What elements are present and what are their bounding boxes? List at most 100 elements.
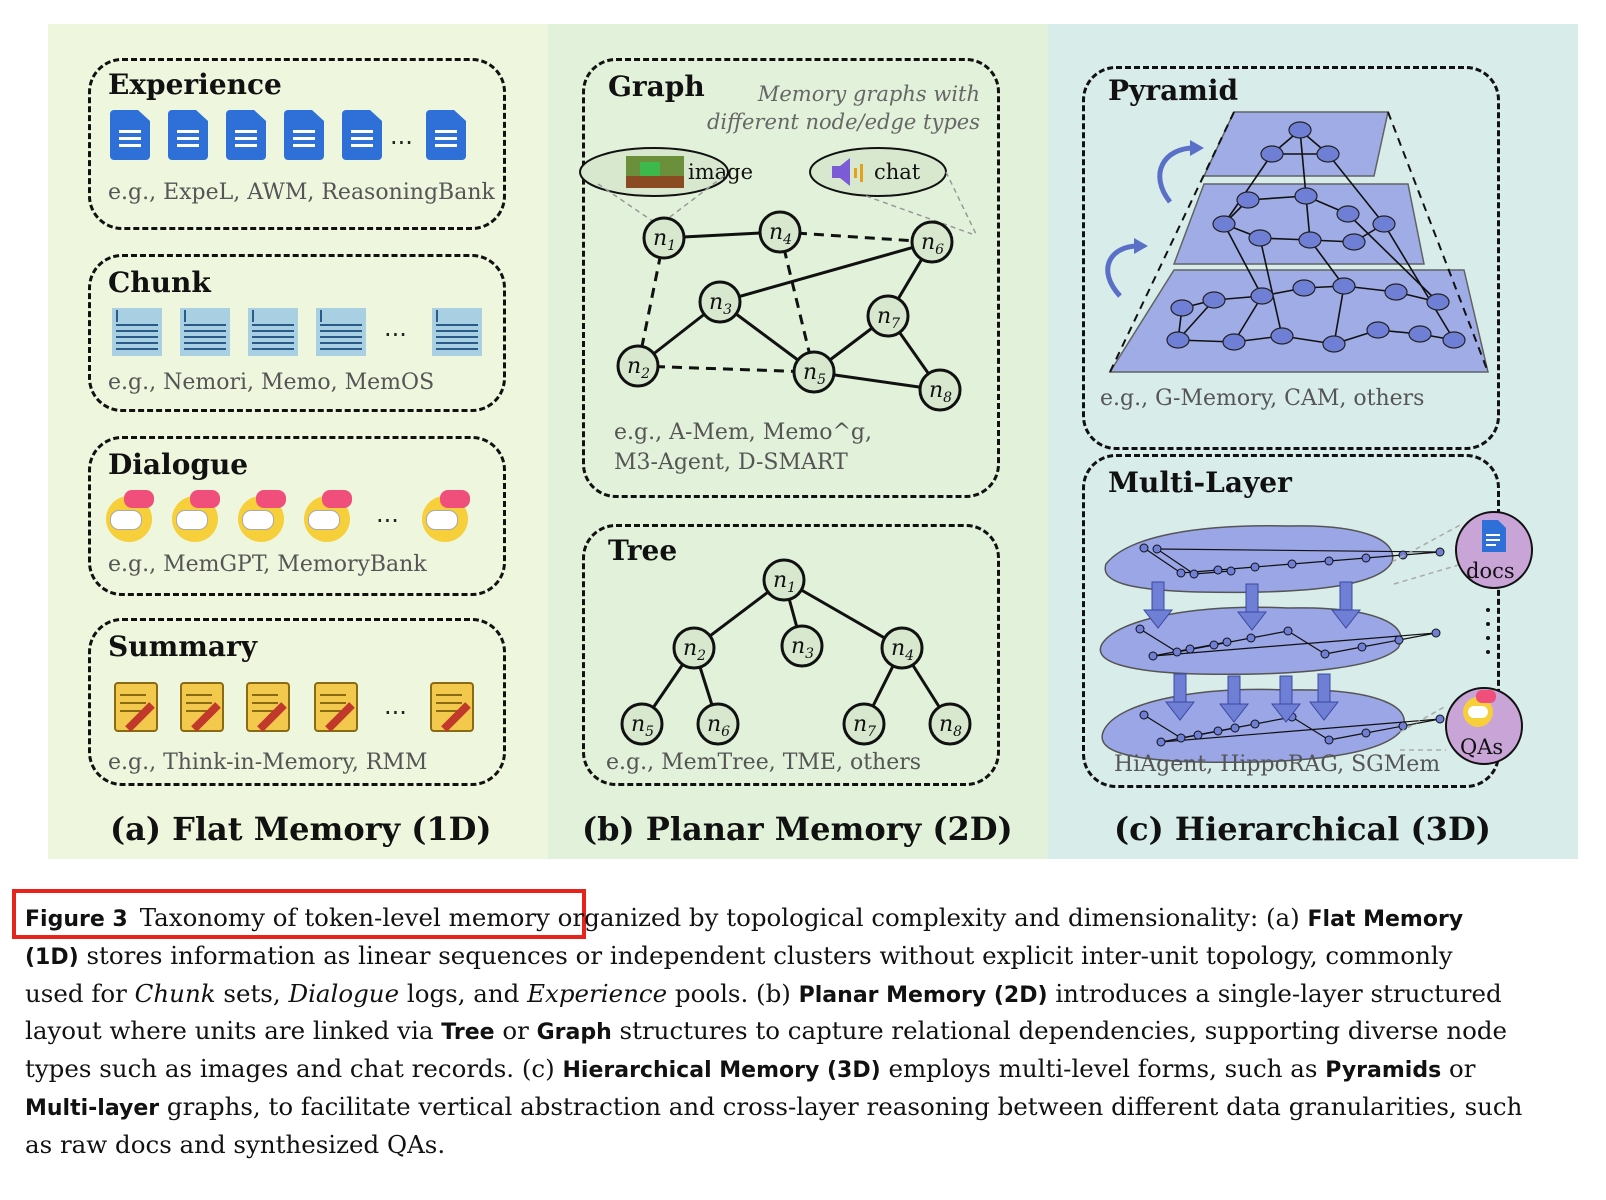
text-line bbox=[436, 342, 478, 344]
document-line bbox=[177, 137, 199, 140]
text-cursor bbox=[436, 310, 438, 322]
note-line bbox=[436, 694, 462, 696]
down-arrow-icon bbox=[1330, 581, 1362, 629]
chunk-box bbox=[88, 254, 506, 412]
layer-node bbox=[1209, 640, 1219, 650]
vertical-dot bbox=[1486, 636, 1490, 640]
graph-examples: e.g., A-Mem, Memo^g, M3-Agent, D-SMART bbox=[614, 418, 872, 478]
text-line bbox=[184, 324, 226, 326]
graph-node: n2 bbox=[616, 344, 660, 388]
chat-bubble-pink bbox=[322, 490, 352, 508]
pyramid-node bbox=[1316, 145, 1340, 163]
note-line bbox=[120, 702, 146, 704]
pyramid-node bbox=[1288, 121, 1312, 139]
text-line bbox=[252, 330, 294, 332]
chat-tag-link bbox=[865, 195, 973, 235]
taxonomy-figure: Experience ... e.g., ExpeL, AWM, Reasoni… bbox=[48, 24, 1578, 859]
dialogue-ellipsis: ... bbox=[376, 500, 399, 528]
text-line bbox=[116, 348, 158, 350]
layer-node bbox=[1176, 568, 1186, 578]
text-line bbox=[320, 330, 362, 332]
text-block-icon bbox=[180, 308, 230, 356]
multilayer-diagram: docs QAs bbox=[1099, 511, 1533, 765]
graph-edge bbox=[778, 231, 816, 373]
chat-bubble-pink bbox=[256, 490, 286, 508]
pyramid-node bbox=[1166, 331, 1190, 349]
note-pencil-icon bbox=[314, 680, 366, 732]
graph-edge bbox=[637, 364, 815, 374]
text-line bbox=[320, 342, 362, 344]
graph-node: n1 bbox=[642, 216, 686, 260]
multilayer-title: Multi-Layer bbox=[1108, 466, 1292, 499]
text-line bbox=[252, 336, 294, 338]
layer-node bbox=[1246, 633, 1256, 643]
note-pencil-icon bbox=[246, 680, 298, 732]
summary-examples: e.g., Think-in-Memory, RMM bbox=[108, 750, 428, 775]
document-line bbox=[119, 137, 141, 140]
pyramid-node bbox=[1248, 229, 1272, 247]
pyramid-node bbox=[1260, 145, 1284, 163]
note-line bbox=[120, 694, 146, 696]
pyramid-node bbox=[1366, 321, 1390, 339]
caption-line: (1D) stores information as linear sequen… bbox=[25, 940, 1453, 970]
note-line bbox=[252, 702, 278, 704]
pyramid-edge-left bbox=[1109, 111, 1235, 373]
chat-bubble-icon bbox=[172, 490, 226, 542]
image-thumbnail-detail bbox=[640, 162, 660, 180]
text-cursor bbox=[320, 310, 322, 322]
pyramid-node bbox=[1170, 299, 1194, 317]
graph-node: n8 bbox=[928, 702, 972, 746]
note-line bbox=[320, 710, 346, 712]
layer-edge bbox=[1143, 547, 1182, 574]
layer-edge bbox=[1254, 563, 1293, 568]
pyramid-node bbox=[1202, 291, 1226, 309]
note-pencil-icon bbox=[114, 680, 166, 732]
layer-node bbox=[1152, 544, 1162, 554]
document-line bbox=[177, 130, 199, 133]
chat-bubble-pink bbox=[440, 490, 470, 508]
graph-node: n7 bbox=[866, 294, 910, 338]
pyramid-node bbox=[1332, 277, 1356, 295]
document-icon bbox=[426, 110, 466, 160]
layer-node bbox=[1139, 710, 1149, 720]
layer-node bbox=[1148, 651, 1158, 661]
text-line bbox=[320, 348, 362, 350]
layer-edge bbox=[1152, 632, 1437, 657]
planar-memory-panel: Graph Memory graphs with different node/… bbox=[548, 24, 1048, 859]
graph-node: n3 bbox=[698, 280, 742, 324]
text-block-icon bbox=[316, 308, 366, 356]
layer-node bbox=[1189, 569, 1199, 579]
pyramid-node bbox=[1336, 205, 1360, 223]
speaker-icon bbox=[832, 158, 850, 186]
note-line bbox=[436, 710, 462, 712]
experience-title: Experience bbox=[108, 68, 282, 101]
graph-box bbox=[582, 58, 1000, 498]
text-line bbox=[436, 324, 478, 326]
text-line bbox=[116, 342, 158, 344]
layer-node bbox=[1361, 553, 1371, 563]
document-line bbox=[235, 144, 257, 147]
pyramid-node bbox=[1372, 215, 1396, 233]
text-line bbox=[252, 348, 294, 350]
document-line bbox=[119, 144, 141, 147]
pyramid-edge bbox=[1333, 285, 1345, 345]
note-line bbox=[186, 710, 212, 712]
text-line bbox=[116, 330, 158, 332]
chat-bubble-icon bbox=[1463, 690, 1496, 727]
hierarchical-memory-panel: Pyramid e.g., G-Memory, CAM, others Mult… bbox=[1048, 24, 1578, 859]
vertical-dot bbox=[1486, 622, 1490, 626]
layer-edge bbox=[1328, 557, 1367, 562]
pyramid-box bbox=[1082, 66, 1500, 450]
down-arrow-icon bbox=[1236, 583, 1268, 631]
down-arrow-icon bbox=[1142, 581, 1174, 629]
chat-bubble-icon bbox=[304, 490, 358, 542]
docs-link bbox=[1391, 523, 1463, 563]
note-line bbox=[252, 710, 278, 712]
note-line bbox=[120, 710, 146, 712]
pyramid-cross-edge bbox=[1223, 153, 1273, 225]
chat-bubble-pink bbox=[190, 490, 220, 508]
layer-node bbox=[1250, 562, 1260, 572]
layer-edge bbox=[1193, 570, 1232, 575]
